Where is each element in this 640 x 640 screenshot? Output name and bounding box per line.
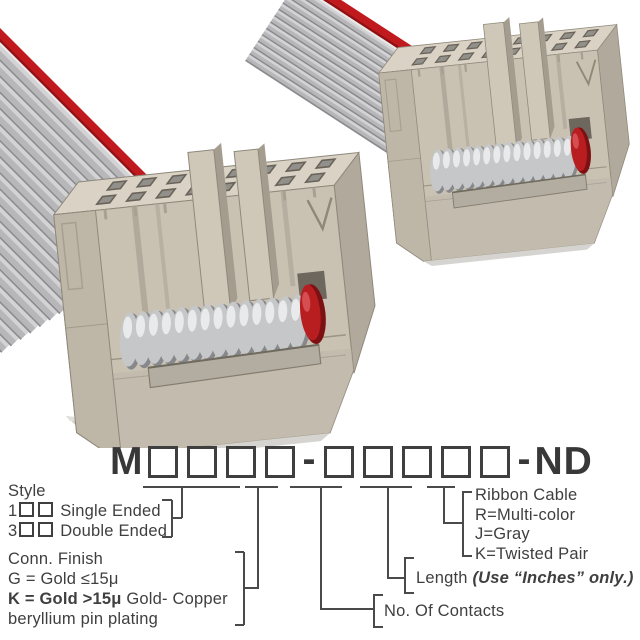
conn-finish-beryllium: beryllium pin plating: [8, 610, 159, 628]
part-number-box: [324, 446, 354, 478]
part-number: M - - ND: [110, 438, 593, 486]
style-code-3: 3: [8, 522, 18, 540]
part-number-box: [402, 446, 432, 478]
style-option-box-icon: [38, 502, 54, 517]
conn-finish-legend: Conn. Finish G = Gold ≤15μ K = Gold >15μ…: [8, 549, 228, 629]
part-number-prefix: M: [110, 440, 144, 483]
part-number-separator2: -: [517, 438, 532, 481]
ribbon-cable-option-r: R=Multi-color: [475, 505, 576, 524]
part-number-box: [265, 446, 295, 478]
part-number-box: [187, 446, 217, 478]
part-number-box: [480, 446, 510, 478]
style-title: Style: [8, 482, 46, 500]
idc-connector-front: [52, 142, 376, 448]
idc-connector-rear: [377, 17, 630, 266]
style-option-box-icon: [19, 522, 35, 537]
style-code-1: 1: [8, 502, 18, 520]
style-option-single: 1 Single Ended: [8, 501, 167, 521]
conn-finish-gold: G = Gold ≤15μ: [8, 570, 119, 588]
product-photo: [0, 0, 630, 448]
ribbon-cable-title: Ribbon Cable: [475, 486, 578, 504]
style-option-double: 3 Double Ended: [8, 521, 167, 541]
contacts-label: No. Of Contacts: [384, 602, 505, 620]
part-number-group1-boxes: [144, 446, 300, 478]
style-label-double: Double Ended: [60, 522, 168, 540]
part-number-box: [441, 446, 471, 478]
part-number-box: [226, 446, 256, 478]
style-option-box-icon: [38, 522, 54, 537]
length-label: Length (Use “Inches” only.): [416, 569, 634, 587]
conn-finish-title: Conn. Finish: [8, 550, 104, 568]
style-option-box-icon: [19, 502, 35, 517]
ribbon-cable-legend: Ribbon Cable R=Multi-color J=Gray K=Twis…: [475, 486, 588, 564]
style-label-single: Single Ended: [60, 502, 161, 520]
ribbon-cable-option-j: J=Gray: [475, 525, 530, 543]
part-number-box: [148, 446, 178, 478]
part-number-box: [363, 446, 393, 478]
length-note: (Use “Inches” only.): [472, 569, 634, 587]
style-legend: Style 1 Single Ended 3 Double Ended: [8, 481, 167, 541]
ribbon-cable-option-k: K=Twisted Pair: [475, 544, 589, 563]
conn-finish-k: K = Gold >15μ Gold- Copper: [8, 590, 228, 608]
part-number-suffix: ND: [534, 440, 593, 483]
part-number-group2-boxes: [320, 446, 515, 478]
part-number-separator: -: [302, 438, 317, 481]
